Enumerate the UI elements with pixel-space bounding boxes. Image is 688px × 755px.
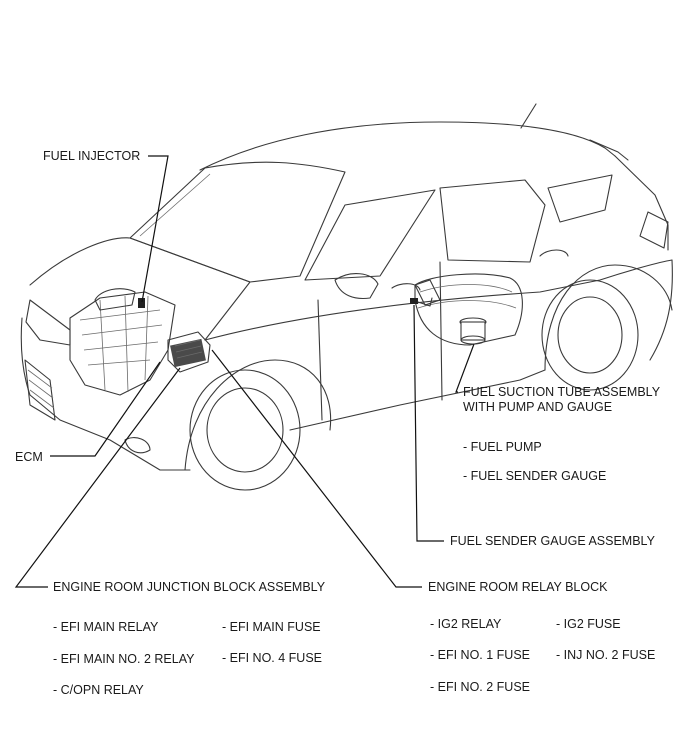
hood-outline xyxy=(29,237,251,341)
junction-item-efi-main-relay: - EFI MAIN RELAY xyxy=(53,620,159,634)
fuel-suction-tube-label-line2: WITH PUMP AND GAUGE xyxy=(463,400,613,414)
front-door-window xyxy=(304,189,436,281)
rear-pillar xyxy=(614,155,669,251)
junction-block-lines xyxy=(174,339,203,359)
front-wheel-arch xyxy=(184,359,332,471)
rocker-panel xyxy=(289,369,546,431)
rear-spoiler xyxy=(589,139,629,161)
engine-room-junction-block-label: ENGINE ROOM JUNCTION BLOCK ASSEMBLY xyxy=(53,580,326,594)
antenna xyxy=(520,103,537,129)
grille xyxy=(24,359,56,421)
leader-ecm xyxy=(50,361,161,457)
relay-item-ig2-fuse: - IG2 FUSE xyxy=(556,617,621,631)
headlight xyxy=(25,299,71,346)
engine-room-relay-block-label: ENGINE ROOM RELAY BLOCK xyxy=(428,580,608,594)
fuel-pump-bottom xyxy=(460,335,486,345)
tail-light xyxy=(639,211,669,249)
fuel-tank-contour xyxy=(417,284,517,309)
fuel-injector-label: FUEL INJECTOR xyxy=(43,149,141,163)
quarter-window xyxy=(547,174,613,223)
front-tire xyxy=(189,369,301,491)
junction-item-efi-main-no2-relay: - EFI MAIN NO. 2 RELAY xyxy=(53,652,195,666)
fuel-injector-marker xyxy=(138,298,145,308)
body-side xyxy=(204,259,673,341)
leader-relay-block xyxy=(211,349,422,588)
engine-intake xyxy=(94,288,136,311)
fuel-filler-neck xyxy=(414,279,441,306)
grille-slats xyxy=(27,369,55,409)
roof-outline xyxy=(199,121,616,171)
junction-block-box xyxy=(167,331,211,373)
fog-light xyxy=(124,437,151,454)
leader-fuel-sender xyxy=(413,304,444,542)
rear-bumper xyxy=(649,259,673,361)
windshield-inner xyxy=(139,173,211,237)
fuel-sender-gauge-label: - FUEL SENDER GAUGE xyxy=(463,469,607,483)
junction-item-c-opn-relay: - C/OPN RELAY xyxy=(53,683,144,697)
sender-gauge-marker xyxy=(410,298,418,304)
fuel-pump-body xyxy=(460,321,486,341)
front-door-handle xyxy=(391,283,421,291)
door-split-rear xyxy=(439,261,443,401)
relay-item-efi-no1-fuse: - EFI NO. 1 FUSE xyxy=(430,648,531,662)
rear-wheel-arch xyxy=(544,264,673,371)
relay-item-efi-no2-fuse: - EFI NO. 2 FUSE xyxy=(430,680,531,694)
sender-float xyxy=(417,297,433,307)
fuel-sender-gauge-assembly-label: FUEL SENDER GAUGE ASSEMBLY xyxy=(450,534,655,548)
leader-fuel-injector xyxy=(141,155,169,303)
junction-item-efi-main-fuse: - EFI MAIN FUSE xyxy=(222,620,321,634)
rear-door-handle xyxy=(539,249,569,257)
rear-door-window xyxy=(439,179,546,263)
side-mirror xyxy=(334,273,379,300)
ecm-label: ECM xyxy=(15,450,43,464)
junction-item-efi-no4-fuse: - EFI NO. 4 FUSE xyxy=(222,651,323,665)
leader-junction-block xyxy=(14,367,181,588)
rear-rim xyxy=(557,296,623,374)
leader-fuel-suction xyxy=(455,343,475,393)
relay-item-ig2-relay: - IG2 RELAY xyxy=(430,617,502,631)
relay-item-inj-no2-fuse: - INJ NO. 2 FUSE xyxy=(556,648,656,662)
rear-tire xyxy=(541,279,639,391)
front-fascia xyxy=(20,317,191,471)
fuel-suction-tube-label: FUEL SUCTION TUBE ASSEMBLY xyxy=(463,385,661,399)
engine-block xyxy=(69,291,176,396)
front-rim xyxy=(206,387,284,473)
fuel-tank xyxy=(414,273,523,346)
fuel-pump-label: - FUEL PUMP xyxy=(463,440,542,454)
engine-details xyxy=(79,295,163,393)
windshield xyxy=(129,161,346,283)
door-split xyxy=(317,299,323,421)
junction-block-body xyxy=(170,338,206,368)
